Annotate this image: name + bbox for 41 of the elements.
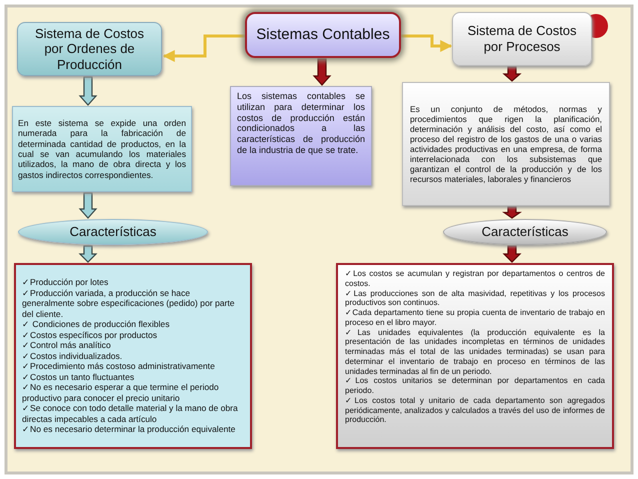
- list-item: ✓Cada departamento tiene su propia cuenta de inventario de trabajo en proceso en el libro mayor.: [345, 308, 605, 328]
- list-item: ✓Los costos unitarios se determinan por departamentos en cada periodo.: [345, 376, 605, 396]
- process-box: [17, 22, 162, 76]
- arrow: [162, 34, 245, 62]
- box-title: Sistema de Costos por Procesos: [466, 23, 578, 55]
- arrow: [502, 66, 522, 82]
- list-item: ✓Costos individualizados.: [22, 350, 124, 362]
- arrow: [312, 58, 332, 86]
- arrow: [78, 76, 98, 106]
- list-box: [14, 263, 252, 449]
- arrow: [502, 245, 522, 263]
- list-item: ✓Producción variada, a producción se hace generalmente sobre especificaciones (pedido) por parte del cliente.: [22, 288, 236, 320]
- list-item: ✓No es necesario esperar a que termine el periodo productivo para conocer el precio unitario: [22, 382, 220, 404]
- arrow: [78, 192, 98, 219]
- description-box: [12, 106, 192, 192]
- description-text: Es un conjunto de métodos, normas y procedimientos que rigen la planificación, determinación y análisis del costo, así como el proceso del registro de los gastos de una o varias actividades productivas en una empresa, de forma interrelacionada con los subsistemas que garantizan el control de la producción y de los recursos materiales, laborales y financieros: [410, 104, 602, 184]
- description-box: [402, 82, 610, 206]
- list-item: ✓Procedimiento más costoso administrativamente: [22, 361, 216, 372]
- list-item: ✓Producción por lotes: [22, 277, 110, 288]
- list-item: ✓Los costos total y unitario de cada departamento son agregados periódicamente, analizados y calculados a través del uso de informes de producción.: [345, 396, 605, 425]
- arrow: [78, 245, 98, 263]
- list-item: ✓Las producciones son de alta masividad, repetitivas y los procesos productivos son continuos.: [345, 288, 605, 308]
- title-box: [245, 12, 401, 58]
- box-title: Características: [480, 224, 570, 240]
- list-item: ✓ Condiciones de producción flexibles: [22, 319, 170, 330]
- list-item: ✓Control más analítico: [22, 340, 112, 351]
- description-text: En este sistema se expide una orden numerada para la fabricación de determinada cantidad de productos, en la cual se van acumulando los materiales utilizados, la mano de obra directa y los gastos indirectos correspondientes.: [18, 118, 186, 180]
- list-item: ✓Costos específicos por productos: [22, 330, 158, 340]
- description-text: Los sistemas contables se utilizan para determinar los costos de producción están condicionados a las características de producción de la industria de que se trate.: [237, 91, 365, 156]
- box-title: Características: [68, 224, 158, 240]
- list-item: ✓Los costos se acumulan y registran por departamentos o centros de costos.: [345, 269, 605, 288]
- list-item: ✓No es necesario determinar la producción equivalente: [22, 424, 236, 435]
- box-title: Sistema de Costos por Ordenes de Producción: [34, 26, 146, 72]
- list-item: ✓Costos un tanto fluctuantes: [22, 372, 136, 382]
- list-item: ✓Se conoce con todo detalle material y la mano de obra directas impecables a cada artículo: [22, 403, 239, 424]
- process-box: [452, 12, 592, 66]
- list-box: [336, 263, 614, 449]
- arrow: [502, 206, 522, 219]
- description-box: [230, 86, 372, 186]
- arrow: [401, 34, 452, 52]
- box-title: Sistemas Contables: [255, 26, 391, 44]
